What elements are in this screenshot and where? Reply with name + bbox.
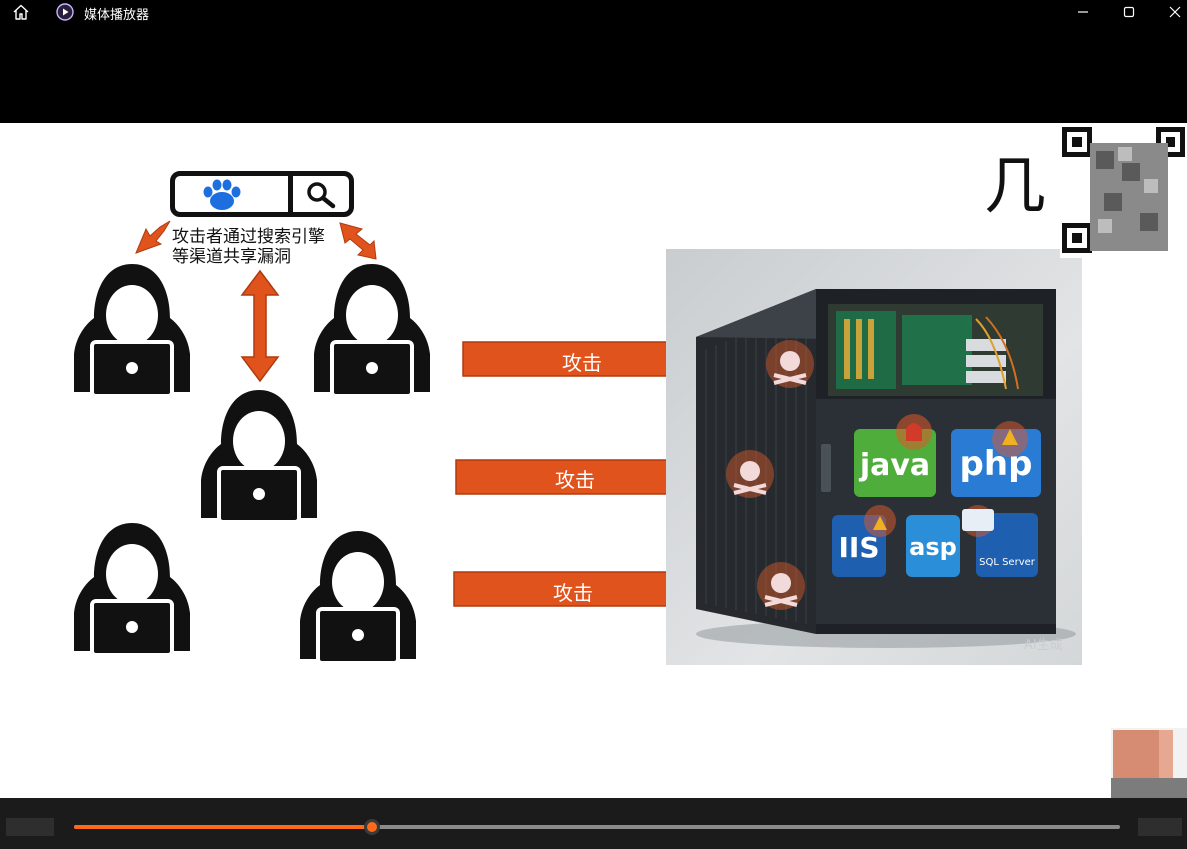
double-arrow-right-icon [336,219,382,263]
minimize-button[interactable] [1060,0,1106,24]
search-divider [288,176,293,212]
paw-icon [193,178,251,212]
seek-bar-progress [74,825,372,829]
close-icon [1169,6,1181,18]
window-title: 媒体播放器 [84,4,149,23]
maximize-button[interactable] [1106,0,1152,24]
attack-label: 攻击 [562,347,602,376]
svg-text:IIS: IIS [838,531,879,564]
seek-bar[interactable] [74,825,1120,829]
vertical-double-arrow-icon [240,269,280,383]
media-player-icon [56,3,74,21]
video-surface[interactable]: 攻击者通过搜索引擎 等渠道共享漏洞 [0,24,1187,798]
seek-thumb[interactable] [364,819,380,835]
slide-headline: 几 [984,135,1046,225]
ai-watermark: AI生成 [1024,638,1063,653]
maximize-icon [1123,6,1135,18]
hacker-icon [72,260,192,400]
video-frame-slide: 攻击者通过搜索引擎 等渠道共享漏洞 [0,123,1187,798]
hacker-icon [199,386,319,526]
double-arrow-left-icon [130,219,176,259]
search-icon [303,180,339,210]
svg-text:asp: asp [909,533,957,561]
total-time [1138,818,1182,836]
hacker-icon [298,527,418,667]
home-icon[interactable] [12,3,30,21]
close-button[interactable] [1152,0,1187,24]
minimize-icon [1077,6,1089,18]
qr-code [1060,123,1187,258]
presenter-thumbnail [1111,728,1187,798]
hacker-icon [312,260,432,400]
current-time [6,818,54,836]
search-engine-box [170,171,354,217]
svg-text:SQL Server: SQL Server [979,557,1036,568]
attack-label: 攻击 [553,577,593,606]
title-bar: 媒体播放器 [0,0,1187,24]
player-control-bar [0,798,1187,849]
server-image: java php IIS asp SQL Server [666,249,1082,665]
svg-text:java: java [859,448,930,483]
caption-line-1: 攻击者通过搜索引擎 [172,227,342,247]
hacker-icon [72,519,192,659]
attack-label: 攻击 [555,464,595,493]
